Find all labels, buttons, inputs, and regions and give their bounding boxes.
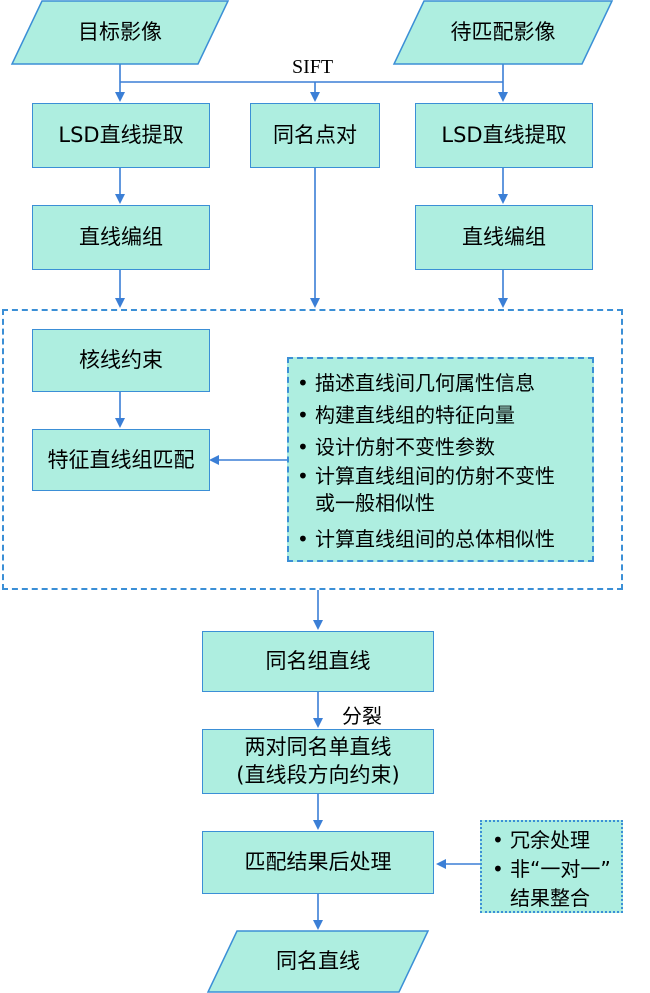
two-pairs-line1: 两对同名单直线 xyxy=(244,735,392,760)
postprocess-steps-box: 冗余处理 非“一对一” 结果整合 xyxy=(480,820,623,913)
feature-match-node: 特征直线组匹配 xyxy=(32,429,210,491)
matching-region xyxy=(2,309,623,590)
feature-step-item: 计算直线组间的仿射不变性 或一般相似性 xyxy=(297,463,586,517)
feature-step-item: 构建直线组的特征向量 xyxy=(297,399,586,431)
group-right-node: 直线编组 xyxy=(415,205,593,270)
lsd-left-node: LSD直线提取 xyxy=(32,103,210,168)
split-label: 分裂 xyxy=(342,704,382,728)
result-shape xyxy=(206,930,430,993)
feature-step-item: 设计仿射不变性参数 xyxy=(297,431,586,463)
match-image-node: 待匹配影像 xyxy=(450,20,556,45)
two-pairs-node: 两对同名单直线 (直线段方向约束) xyxy=(202,729,434,794)
feature-step-item: 计算直线组间的总体相似性 xyxy=(297,523,586,555)
homonymous-points-node: 同名点对 xyxy=(250,103,380,168)
match-image-shape xyxy=(392,0,614,65)
postprocess-step-item: 冗余处理 xyxy=(492,826,615,855)
feature-step-continuation: 或一般相似性 xyxy=(315,491,435,515)
result-node: 同名直线 xyxy=(276,949,360,974)
sift-label: SIFT xyxy=(292,56,334,78)
target-image-shape xyxy=(10,0,230,65)
postprocess-step-continuation: 结果整合 xyxy=(510,886,590,910)
epipolar-node: 核线约束 xyxy=(32,329,210,392)
two-pairs-line2: (直线段方向约束) xyxy=(236,762,400,787)
group-left-node: 直线编组 xyxy=(32,205,210,270)
target-image-node: 目标影像 xyxy=(78,20,162,45)
lsd-right-node: LSD直线提取 xyxy=(415,103,593,168)
postprocess-node: 匹配结果后处理 xyxy=(202,831,434,894)
homonymous-groups-node: 同名组直线 xyxy=(202,631,434,692)
feature-steps-box: 描述直线间几何属性信息 构建直线组的特征向量 设计仿射不变性参数 计算直线组间的… xyxy=(287,357,594,562)
feature-step-item: 描述直线间几何属性信息 xyxy=(297,367,586,399)
postprocess-step-item: 非“一对一” 结果整合 xyxy=(492,855,615,913)
